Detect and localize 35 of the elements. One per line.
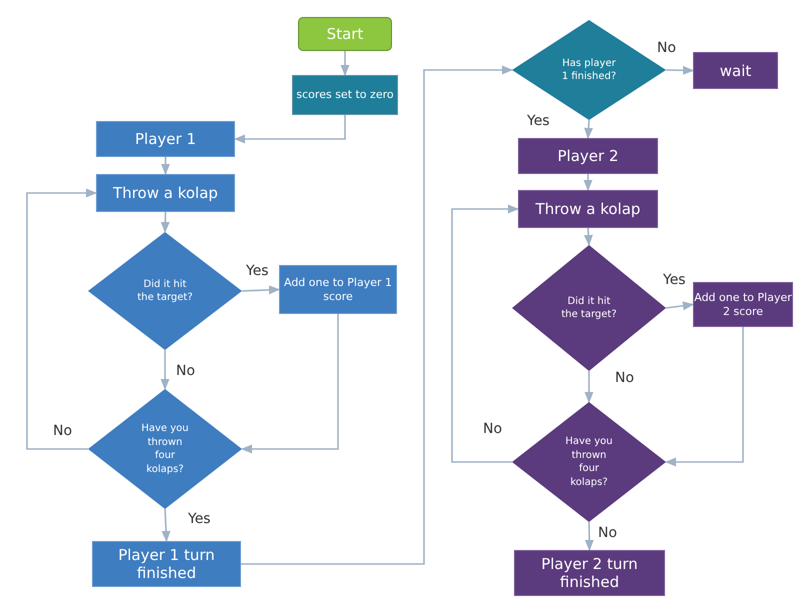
arrow — [666, 66, 694, 75]
start-terminal: Start — [298, 17, 392, 51]
decision-text: Did it hit the target? — [137, 278, 193, 304]
arrow — [666, 301, 694, 310]
arrow — [160, 212, 170, 234]
arrow — [234, 115, 346, 144]
arrow — [584, 371, 594, 404]
arrow — [26, 188, 98, 450]
arrow — [161, 157, 170, 176]
arrow — [584, 228, 593, 246]
arrow — [584, 522, 594, 552]
arrow — [242, 285, 280, 294]
process-box: Player 2 — [518, 138, 658, 174]
arrow — [160, 350, 170, 390]
arrow — [584, 120, 594, 140]
arrow — [340, 51, 350, 76]
arrow — [240, 314, 339, 454]
decision-text: Has player 1 finished? — [561, 56, 617, 84]
arrow — [664, 327, 744, 466]
arrow — [162, 508, 170, 542]
decision-text: Did it hit the target? — [561, 294, 617, 322]
process-box: Add one to Player 2 score — [693, 282, 793, 327]
process-box: Player 2 turn finished — [514, 550, 665, 596]
process-box: Throw a kolap — [96, 174, 235, 212]
process-box: Player 1 — [96, 121, 235, 157]
process-box: Add one to Player 1 score — [279, 265, 397, 314]
decision-text: Have you thrown four kolaps? — [564, 435, 614, 489]
process-box: Throw a kolap — [518, 190, 658, 228]
arrow — [584, 174, 592, 192]
arrow — [451, 204, 520, 463]
arrow — [241, 66, 514, 565]
process-box: wait — [693, 52, 778, 89]
process-box: scores set to zero — [292, 75, 398, 115]
decision-text: Have you thrown four kolaps? — [140, 422, 190, 476]
process-box: Player 1 turn finished — [92, 541, 241, 587]
